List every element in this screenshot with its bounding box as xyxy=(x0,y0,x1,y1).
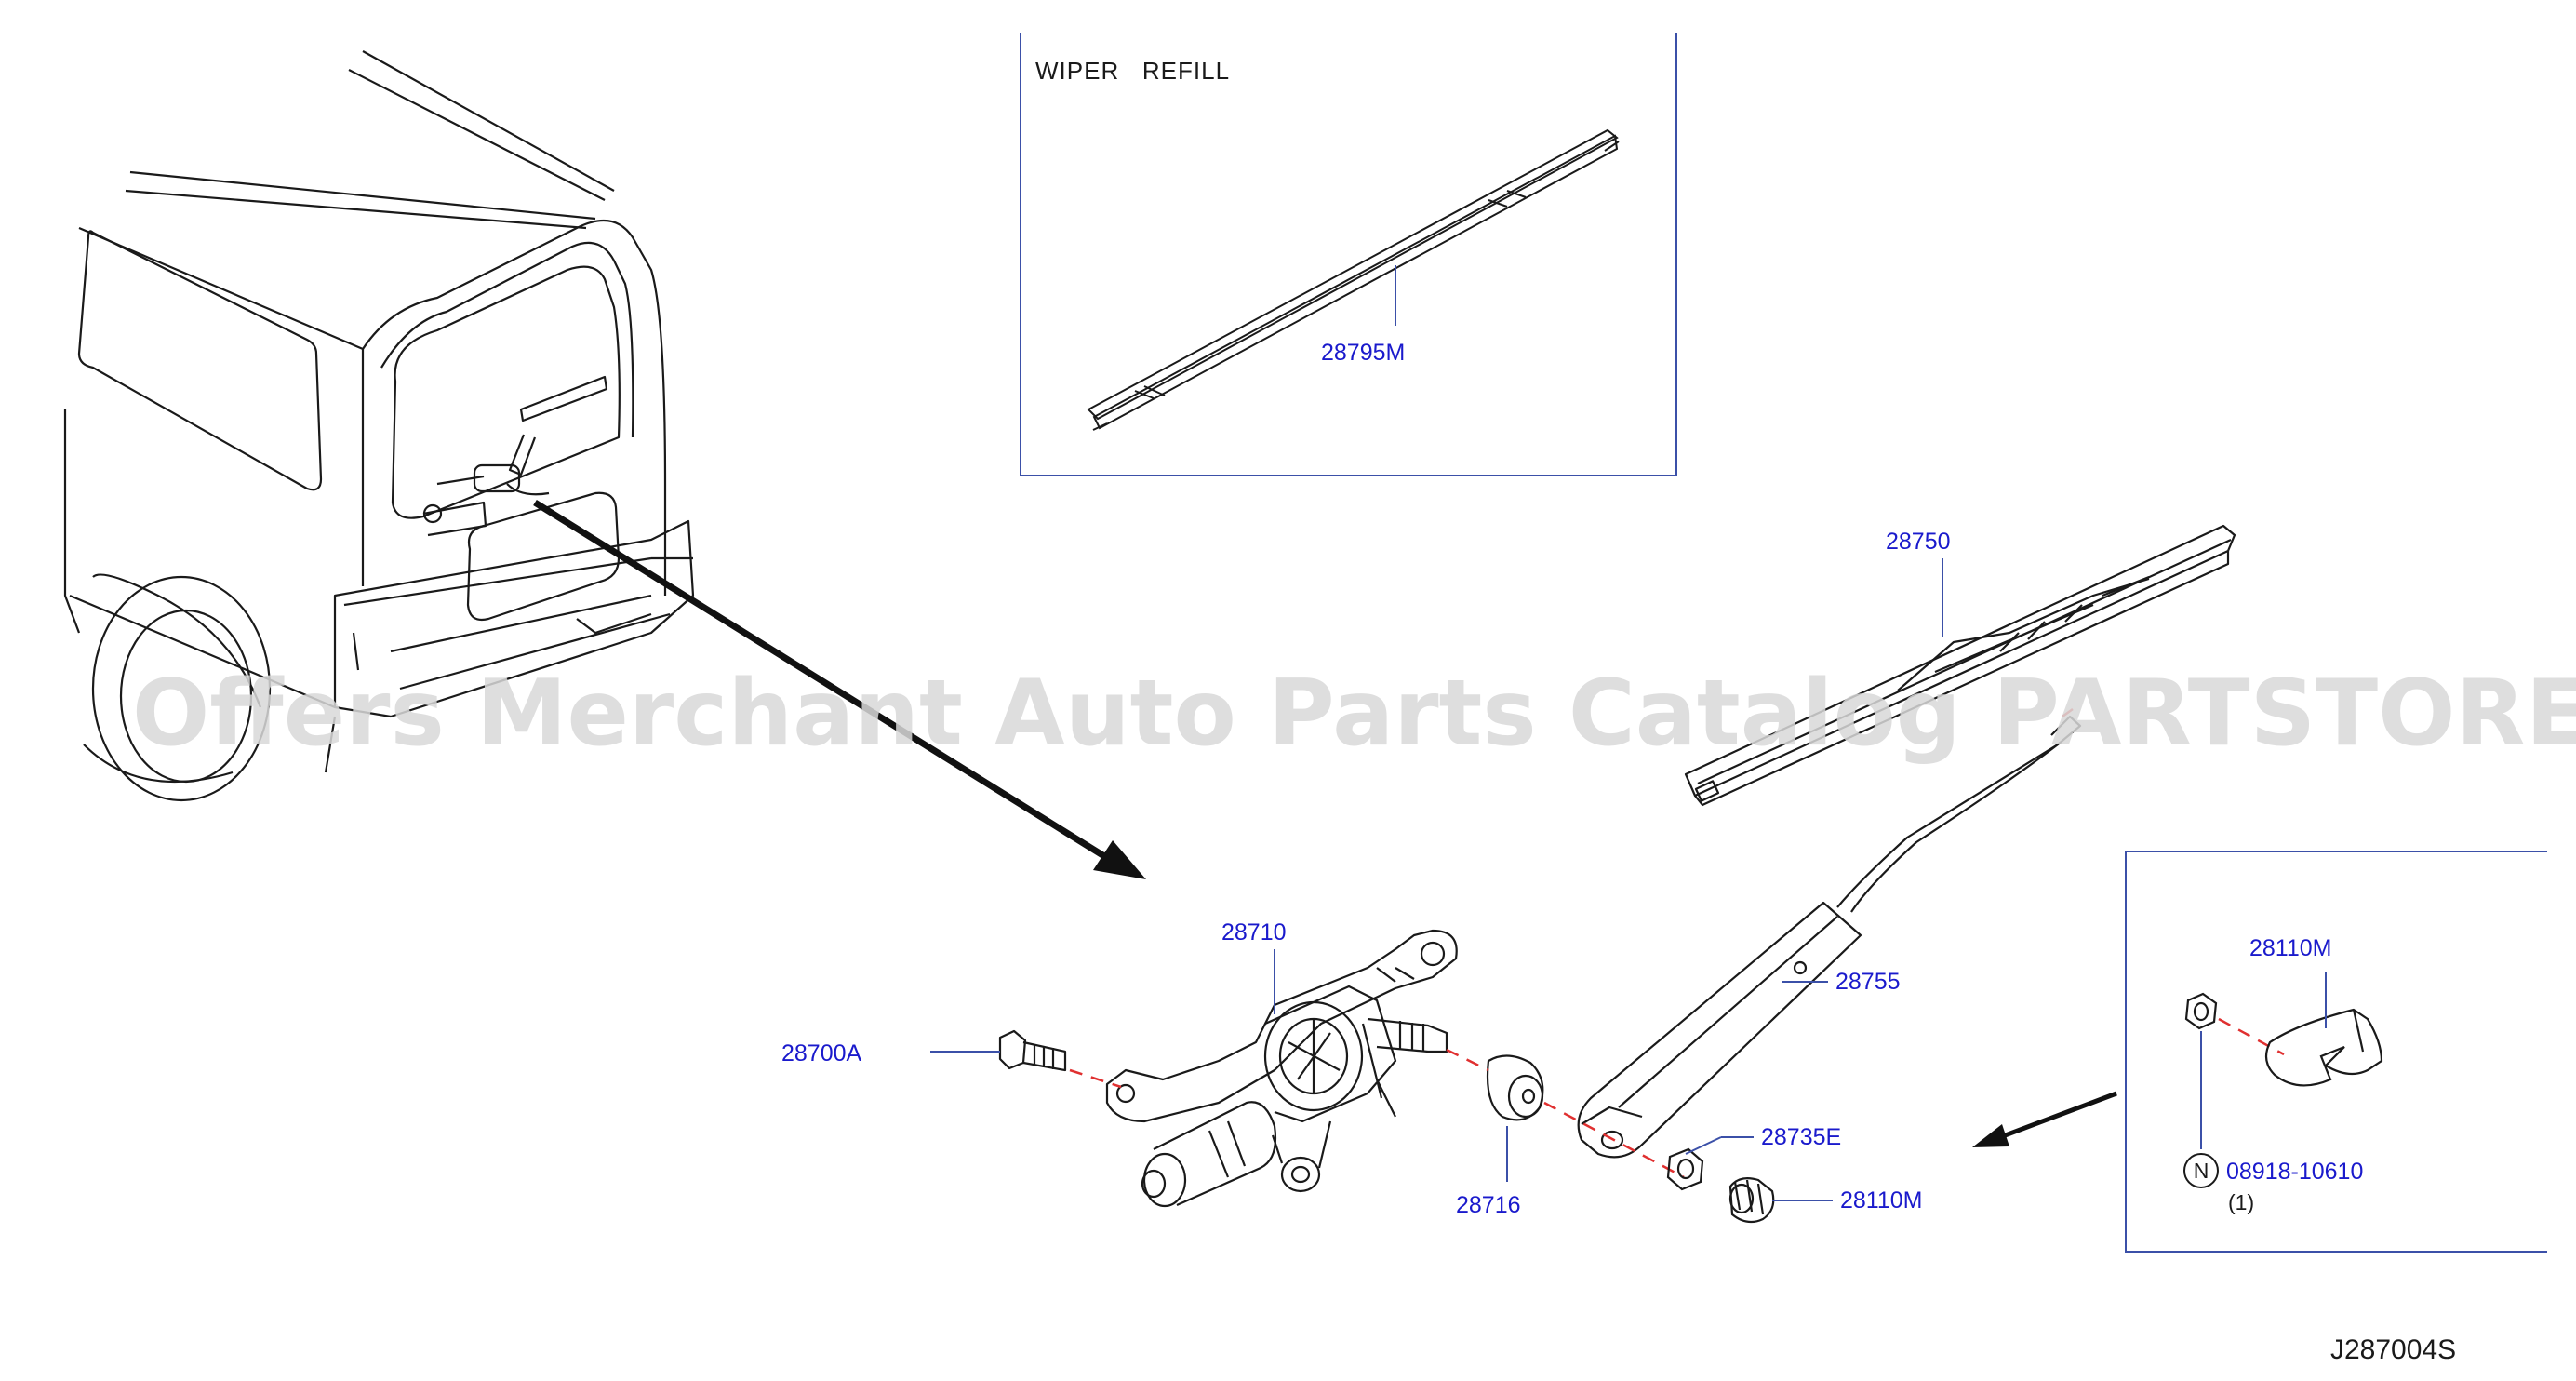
cap-illustration xyxy=(1728,1177,1775,1224)
n-symbol: N xyxy=(2194,1159,2209,1183)
direction-arrow-main xyxy=(533,500,1146,879)
part-label-28716[interactable]: 28716 xyxy=(1456,1192,1521,1218)
n-symbol-circle xyxy=(2183,1153,2219,1188)
inset-nut-illustration xyxy=(2184,992,2218,1030)
refill-inset-frame xyxy=(1020,33,1677,476)
refill-strip-illustration xyxy=(1087,128,1620,431)
direction-arrow-inset xyxy=(1972,1091,2117,1147)
van-rear-illustration xyxy=(63,50,695,802)
cap-inset-frame xyxy=(2125,851,2547,1253)
inset-qty-note: (1) xyxy=(2228,1190,2254,1214)
wiper-arm-illustration xyxy=(1577,715,2082,1159)
wiper-blade-illustration xyxy=(1684,524,2236,807)
part-label-28795m[interactable]: 28795M xyxy=(1321,340,1405,366)
grommet-illustration xyxy=(1486,1054,1544,1121)
refill-inset-title: WIPER REFILL xyxy=(1035,57,1230,85)
wiper-motor-illustration xyxy=(1105,929,1458,1208)
part-label-28700a[interactable]: 28700A xyxy=(781,1040,862,1066)
inset-cap-illustration xyxy=(2264,1008,2383,1087)
diagram-code: J287004S xyxy=(2330,1334,2456,1365)
assembly-line-shaft xyxy=(1446,1048,1489,1072)
assembly-line-bolt xyxy=(1069,1068,1122,1089)
nut-illustration xyxy=(1666,1147,1704,1191)
part-label-28755[interactable]: 28755 xyxy=(1835,969,1901,995)
assembly-line-arm-nut xyxy=(1543,1101,1685,1179)
bolt-illustration xyxy=(998,1029,1067,1072)
inset-part-label-28110m[interactable]: 28110M xyxy=(2249,935,2332,961)
part-label-28750[interactable]: 28750 xyxy=(1886,529,1951,555)
watermark-text: Offers Merchant Auto Parts Catalog PARTS… xyxy=(132,661,2576,767)
part-label-28710[interactable]: 28710 xyxy=(1221,919,1287,945)
assembly-line-inset xyxy=(2218,1017,2285,1056)
assembly-line-blade-arm xyxy=(2055,707,2074,723)
inset-part-label-08918-10610[interactable]: 08918-10610 xyxy=(2226,1159,2363,1185)
leader-28735e xyxy=(1685,1136,1722,1155)
part-label-28735e[interactable]: 28735E xyxy=(1761,1124,1841,1150)
part-label-28110m[interactable]: 28110M xyxy=(1840,1187,1923,1213)
